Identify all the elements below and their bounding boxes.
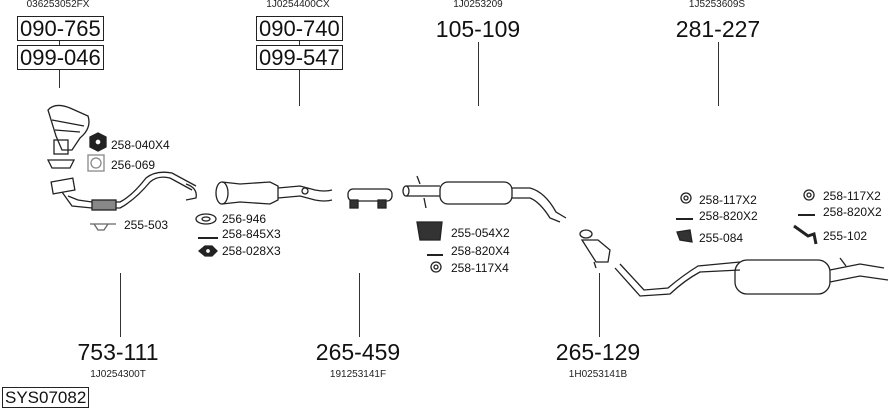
leader-line [120,273,121,337]
middle-silencer-part[interactable] [402,175,567,223]
part-number-box[interactable]: 099-046 [17,45,104,70]
accessory-label[interactable]: 258-117X2 [699,193,757,207]
oem-number: 1J0254400CX [266,0,330,10]
part-number-box[interactable]: 090-765 [17,16,104,41]
part-number-box[interactable]: 099-547 [256,45,343,70]
leader-line [59,70,60,88]
accessory-label[interactable]: 258-845X3 [222,227,281,241]
oem-number: 1J0253209 [453,0,503,10]
mounting-bracket-icon [416,221,443,241]
leader-line [299,70,300,106]
exhaust-manifold-part[interactable] [46,104,90,169]
leader-line [478,42,479,106]
part-number[interactable]: 105-109 [435,16,521,42]
front-pipe-part[interactable] [50,171,197,211]
oem-number: 191253141F [329,369,387,380]
accessory-label[interactable]: 258-117X4 [451,261,509,275]
accessory-label[interactable]: 255-054X2 [451,226,510,240]
part-number-box[interactable]: 090-740 [256,16,343,41]
oem-number: 036253052FX [26,0,90,10]
accessory-label[interactable]: 258-117X2 [823,189,881,203]
system-id-box: SYS07082 [2,387,90,408]
washer-icon [680,192,692,204]
oem-number: 1H0253141B [568,369,628,380]
accessory-label[interactable]: 255-084 [699,231,744,245]
rubber-mount-icon [90,223,116,231]
washer-icon [430,261,442,273]
ring-gasket-icon [195,213,217,225]
exhaust-clamp-part[interactable] [579,229,611,269]
accessory-label[interactable]: 258-820X4 [451,244,510,258]
hanger-icon [793,224,818,245]
part-number[interactable]: 265-459 [315,339,401,365]
leader-line [599,273,600,337]
part-number[interactable]: 265-129 [555,339,641,365]
part-number[interactable]: 281-227 [675,16,761,42]
accessory-label[interactable]: 256-069 [111,158,156,172]
oem-number: 1J0254300T [90,369,146,380]
accessory-label[interactable]: 258-820X2 [699,209,758,223]
leader-line [718,42,719,106]
rubber-mount-icon [676,229,693,243]
oem-number: 1J5253609S [688,0,746,10]
accessory-label[interactable]: 258-040X4 [111,138,170,152]
accessory-label[interactable]: 255-102 [823,229,868,243]
rear-silencer-part[interactable] [614,257,889,297]
part-number[interactable]: 753-111 [77,339,159,365]
washer-icon [803,189,815,201]
leader-line [359,273,360,337]
accessory-label[interactable]: 258-028X3 [222,244,281,258]
accessory-label[interactable]: 258-820X2 [823,205,882,219]
accessory-label[interactable]: 255-503 [124,218,169,232]
gasket-icon [87,154,105,172]
pipe-connector-part[interactable] [347,188,393,209]
catalytic-converter-part[interactable] [215,181,333,205]
accessory-label[interactable]: 256-946 [222,212,267,226]
